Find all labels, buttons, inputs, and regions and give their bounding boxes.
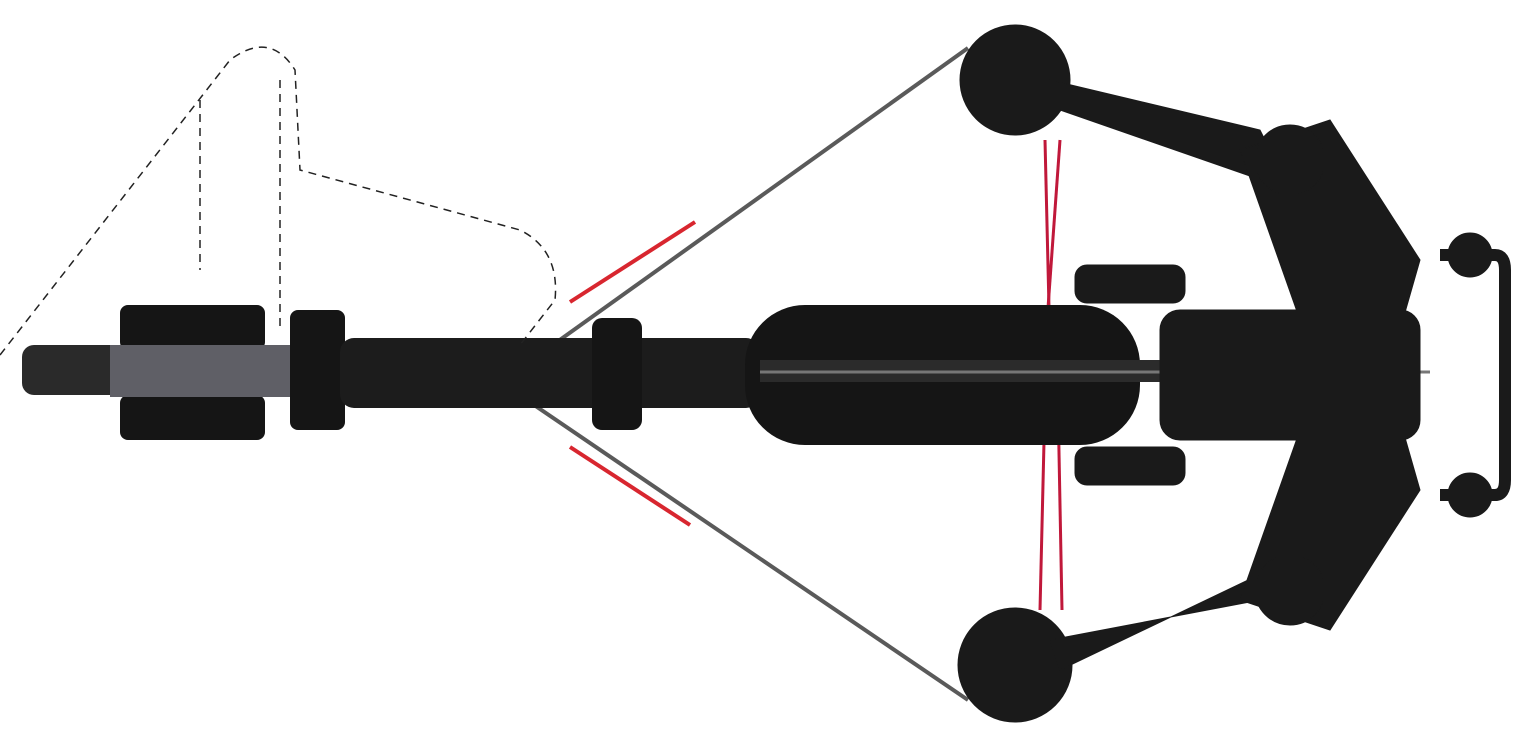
butt-pad — [22, 345, 122, 395]
cam-bottom — [957, 607, 1073, 723]
stock-upper — [120, 305, 265, 350]
stock-lower — [120, 395, 265, 440]
scope-outline — [0, 46, 557, 356]
foot-stirrup — [1440, 249, 1511, 501]
scope-mount — [592, 318, 642, 430]
buffer-tube — [110, 345, 310, 397]
string-red-serving — [568, 220, 697, 527]
limbs — [957, 24, 1493, 723]
cam-top — [959, 24, 1071, 136]
stock — [22, 305, 760, 440]
crossbow-string — [513, 46, 970, 702]
